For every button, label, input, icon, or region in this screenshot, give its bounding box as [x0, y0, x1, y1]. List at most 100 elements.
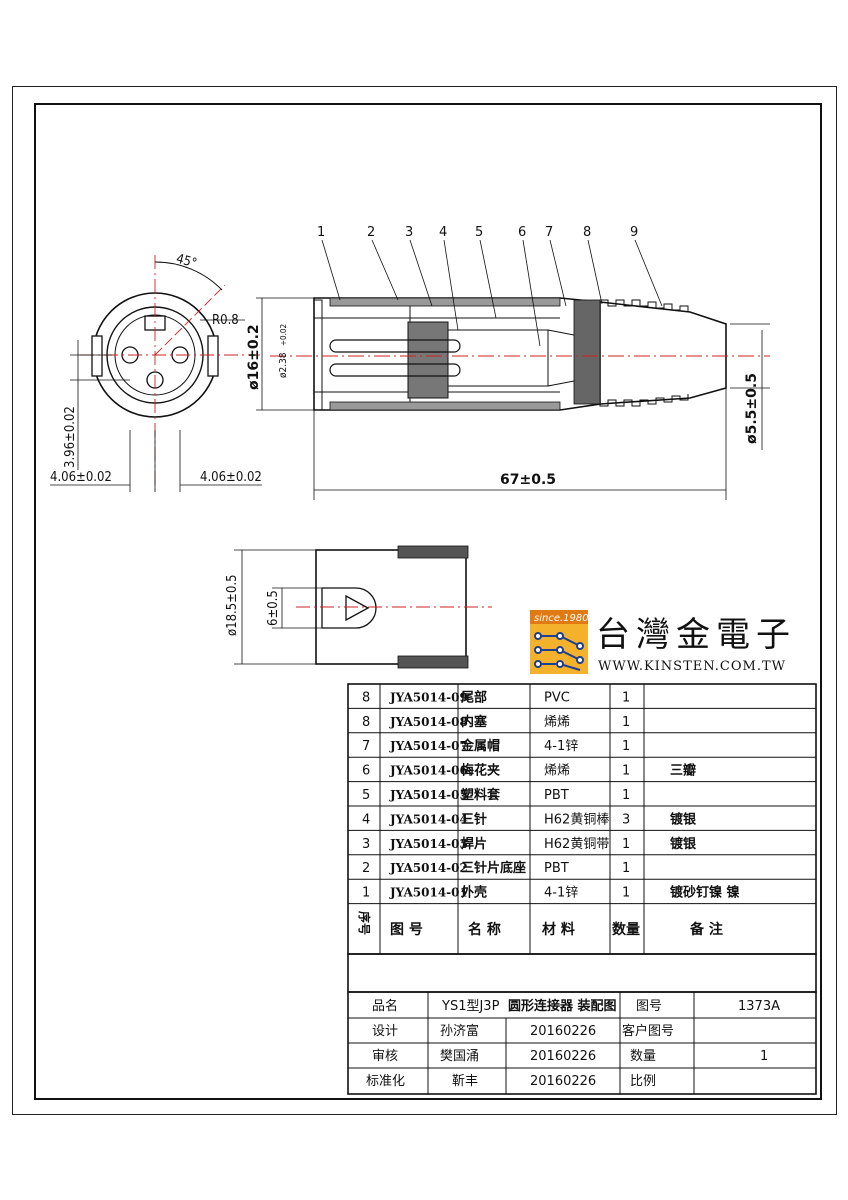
tb-std-person: 靳丰 [452, 1074, 478, 1089]
bom-cell-material: H62黄铜带 [544, 837, 609, 852]
logo-name: 台灣金電子 [596, 615, 796, 655]
header-material: 材 料 [542, 921, 575, 938]
tb-review-label: 审核 [372, 1049, 398, 1064]
length-dim: 67±0.5 [500, 472, 556, 488]
bom-cell-name: 外壳 [460, 885, 487, 901]
bom-cell-seq: 1 [362, 886, 370, 901]
bom-table [347, 683, 817, 955]
angle-label: 45° [174, 252, 198, 272]
bom-cell-code: JYA5014-05 [389, 788, 468, 802]
bom-cell-qty: 1 [622, 690, 630, 705]
bom-cell-qty: 1 [622, 788, 630, 803]
tb-desc: 圆形连接器 装配图 [508, 998, 617, 1014]
bom-cell-seq: 7 [362, 739, 370, 754]
callout-5: 5 [475, 225, 483, 240]
header-note: 备 注 [689, 921, 723, 938]
bom-header: 序号 图 号 名 称 材 料 数量 备 注 [357, 911, 723, 938]
logo-badge: since.1980 [534, 613, 589, 624]
bom-cell-qty: 3 [622, 812, 630, 827]
blank-strip [347, 953, 817, 993]
bom-cell-seq: 6 [362, 764, 370, 779]
bom-cell-note: 镀银 [670, 811, 697, 827]
tb-customer-no-label: 客户图号 [622, 1023, 674, 1039]
header-code: 图 号 [390, 922, 423, 938]
bom-cell-code: JYA5014-03 [389, 837, 468, 851]
bom-cell-qty: 1 [622, 739, 630, 754]
callout-8: 8 [583, 225, 591, 240]
bom-cell-material: 烯烯 [544, 764, 570, 779]
header-qty: 数量 [612, 921, 640, 938]
tb-scale-label: 比例 [630, 1074, 656, 1089]
callout-numbers: 1 2 3 4 5 6 7 8 9 [317, 225, 638, 240]
inner-frame [34, 103, 822, 1100]
bom-cell-name: 三针 [461, 811, 487, 827]
bom-cell-qty: 1 [622, 715, 630, 730]
tb-designer: 孙济富 [440, 1023, 479, 1039]
tb-design-date: 20160226 [530, 1024, 596, 1039]
bom-cell-qty: 1 [622, 837, 630, 852]
tb-drawing-no-label: 图号 [636, 999, 662, 1014]
callout-6: 6 [518, 225, 526, 240]
bom-cell-name: 塑料套 [461, 787, 501, 803]
bom-cell-name: 尾部 [461, 689, 487, 705]
bom-cell-name: 金属帽 [460, 738, 500, 754]
tb-qty-label: 数量 [630, 1049, 656, 1064]
side-view [234, 545, 492, 669]
diameter-dim: ø16±0.2 [246, 324, 262, 390]
bom-cell-seq: 3 [362, 837, 370, 852]
bom-cell-code: JYA5014-07 [389, 739, 468, 753]
vertical-dim-label: 3.96±0.02 [63, 406, 78, 468]
callout-9: 9 [630, 225, 638, 240]
callout-7: 7 [545, 225, 553, 240]
callout-4: 4 [439, 225, 447, 240]
bom-cell-note: 镀砂钉镍 镍 [670, 885, 740, 901]
outer-frame [12, 86, 837, 1115]
bom-cell-name: 内塞 [461, 714, 488, 730]
bom-cell-code: JYA5014-08 [389, 715, 468, 729]
tb-review-date: 20160226 [530, 1049, 596, 1064]
bom-cell-name: 梅花夹 [461, 763, 500, 779]
bom-cell-material: PBT [544, 788, 569, 803]
section-view [256, 239, 770, 500]
side-diameter-dim: ø18.5±0.5 [225, 574, 240, 636]
dim-left-b: 4.06±0.02 [200, 470, 262, 485]
pin-tol: +0.02 [279, 324, 288, 346]
callout-1: 1 [317, 225, 325, 240]
tb-std-label: 标准化 [366, 1074, 405, 1089]
bom-cell-code: JYA5014-02 [389, 861, 468, 875]
bom-cell-material: 烯烯 [544, 715, 570, 730]
bom-cell-material: PVC [544, 690, 570, 705]
pin-dim: ø2.38 [278, 352, 289, 378]
tb-std-date: 20160226 [530, 1074, 596, 1089]
bom-cell-seq: 8 [362, 690, 370, 705]
bom-cell-code: JYA5014-04 [389, 812, 468, 826]
cable-dim: ø5.5±0.5 [744, 373, 760, 444]
radius-label: R0.8 [212, 313, 239, 328]
title-block [347, 991, 817, 1095]
company-logo: since.1980 台灣金電子 WWW.KINSTEN.COM.TW [530, 610, 796, 674]
bom-cell-material: 4-1锌 [544, 739, 578, 754]
bom-cell-material: PBT [544, 861, 569, 876]
bom-cell-qty: 1 [622, 861, 630, 876]
bom-cell-code: JYA5014-01 [389, 886, 468, 900]
side-width-dim: 6±0.5 [266, 590, 281, 626]
header-seq: 序号 [357, 911, 372, 935]
bom-cell-qty: 1 [622, 886, 630, 901]
bom-cell-seq: 2 [362, 861, 370, 876]
tb-qty: 1 [760, 1049, 768, 1064]
bom-cell-note: 三瓣 [670, 763, 696, 779]
bom-cell-seq: 8 [362, 715, 370, 730]
bom-cell-note: 镀银 [670, 836, 697, 852]
tb-design-label: 设计 [372, 1024, 398, 1039]
header-name: 名 称 [468, 921, 501, 938]
